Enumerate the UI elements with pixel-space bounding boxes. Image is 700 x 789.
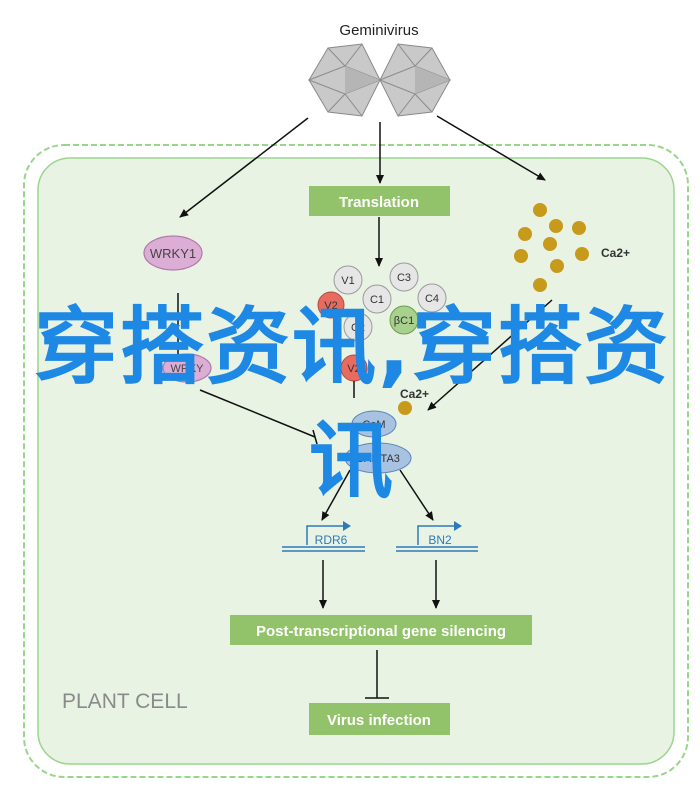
watermark-overlay: 穿搭资讯,穿搭资讯 — [34, 298, 670, 510]
protein-c2 — [343, 312, 373, 342]
camta3-node — [344, 442, 412, 474]
virus-infection-box — [309, 703, 450, 735]
ca-bound-dot — [398, 401, 412, 415]
protein-c3-label: C3 — [397, 272, 411, 284]
protein-c2-label: C2 — [351, 322, 365, 334]
rdr6-gene — [282, 521, 365, 552]
calcium-ion-cluster — [514, 203, 589, 292]
virus-infection-label: Virus infection — [327, 712, 431, 729]
translation-box — [309, 186, 450, 216]
wrky-label: WRKY — [171, 363, 205, 375]
protein-bc1 — [389, 305, 419, 335]
bn2-gene — [396, 521, 478, 552]
cam-label: CaM — [362, 419, 385, 431]
rdr6-label: RDR6 — [315, 533, 348, 547]
bn2-label: BN2 — [428, 533, 452, 547]
wrky-to-camta3-inhibition — [199, 389, 316, 438]
inhibition-bar-a — [312, 429, 318, 445]
viral-proteins: V1 C3 V2 C1 C4 C2 βC1 V2 — [317, 262, 447, 382]
translation-label: Translation — [339, 194, 419, 211]
protein-v2-a — [317, 291, 345, 319]
ca2plus-label: Ca2+ — [601, 246, 630, 260]
protein-c1 — [362, 284, 392, 314]
protein-c1-label: C1 — [370, 294, 384, 306]
diagram-title: Geminivirus — [339, 22, 418, 39]
wrky-node — [162, 353, 212, 383]
arrow-virus-to-wrky1 — [179, 117, 309, 218]
wrky1-node — [143, 235, 203, 271]
arrow-to-bn2 — [399, 469, 434, 521]
arrow-virus-to-ca — [436, 115, 546, 181]
plant-cell-label: PLANT CELL — [62, 690, 188, 713]
arrow-to-rdr6 — [321, 469, 351, 521]
ptgs-label: Post-transcriptional gene silencing — [256, 623, 506, 640]
protein-c3 — [389, 262, 419, 292]
ca2plus-bound-label: Ca2+ — [400, 387, 429, 401]
protein-v1-label: V1 — [341, 275, 354, 287]
ptgs-box — [230, 615, 532, 645]
camta3-label: CAMTA3 — [356, 453, 400, 465]
wrky1-label: WRKY1 — [150, 246, 196, 261]
geminivirus-particle-icon — [307, 43, 452, 117]
protein-v2-b-label: V2 — [347, 363, 360, 375]
protein-bc1-label: βC1 — [394, 315, 414, 327]
cam-node — [351, 410, 397, 438]
protein-c4 — [417, 283, 447, 313]
plant-cell-outer — [23, 144, 689, 778]
arrow-ca-to-cam — [427, 299, 553, 411]
protein-v1 — [333, 265, 363, 295]
protein-v2-a-label: V2 — [324, 300, 337, 312]
protein-c4-label: C4 — [425, 293, 439, 305]
